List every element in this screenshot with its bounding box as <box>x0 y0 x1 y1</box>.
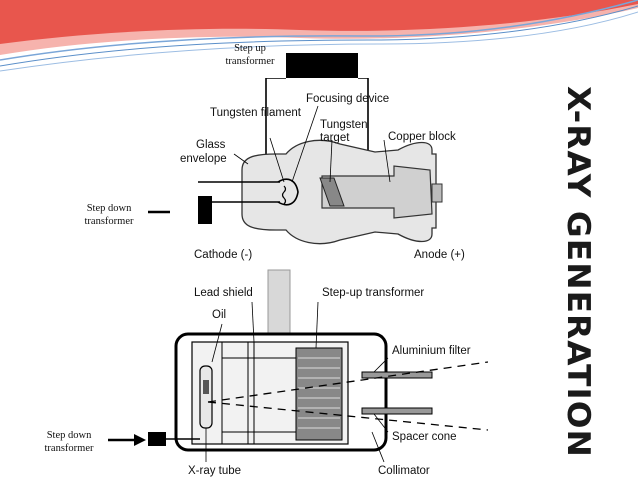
tungsten-filament <box>281 185 287 205</box>
tungsten-target <box>319 177 345 207</box>
label-cathode: Cathode (-) <box>194 249 252 261</box>
label-oil: Oil <box>212 309 226 321</box>
label-glass-1: Glass <box>196 139 226 151</box>
label-tungsten-filament: Tungsten filament <box>210 107 302 119</box>
label-step-up-transformer: Step-up transformer <box>322 287 424 299</box>
annotation-top-step-down-transformer: Step down transformer <box>84 203 134 227</box>
step-up-transformer-box <box>286 53 358 80</box>
label-anode: Anode (+) <box>414 249 465 261</box>
label-collimator: Collimator <box>378 465 430 477</box>
beam-line-lower <box>207 401 488 431</box>
spacer-cone <box>361 407 433 415</box>
xray-housing-diagram: Lead shield Step-up transformer Oil Alum… <box>148 262 488 478</box>
label-spacer-cone: Spacer cone <box>392 431 457 443</box>
step-down-input-box <box>148 432 166 446</box>
label-copper-block: Copper block <box>388 131 456 143</box>
label-tungsten-target-2: target <box>320 132 350 144</box>
label-tungsten-target-1: Tungsten <box>320 119 368 131</box>
step-up-transformer <box>295 347 343 441</box>
support-column <box>267 269 291 337</box>
label-glass-2: envelope <box>180 153 227 165</box>
slide-title-text: X-RAY GENERATION <box>560 86 596 458</box>
annotation-top-step-up-transformer: Step up transformer <box>225 43 275 67</box>
focusing-device <box>277 178 299 206</box>
annotation-bottom-step-down-transformer: Step down transformer <box>44 430 94 454</box>
decorative-banner <box>0 0 638 72</box>
step-down-transformer-box <box>198 196 212 224</box>
label-aluminium-filter: Aluminium filter <box>392 345 471 357</box>
slide-title: X-RAY GENERATION <box>560 86 596 458</box>
label-focusing-device: Focusing device <box>306 93 389 105</box>
beam-line-upper <box>207 361 488 403</box>
label-lead-shield: Lead shield <box>194 287 253 299</box>
label-xray-tube: X-ray tube <box>188 465 241 477</box>
copper-block <box>321 165 433 219</box>
xray-tube <box>199 365 213 429</box>
xray-tube-diagram: Tungsten filament Focusing device Tungst… <box>170 78 488 263</box>
aluminium-filter <box>361 371 433 379</box>
